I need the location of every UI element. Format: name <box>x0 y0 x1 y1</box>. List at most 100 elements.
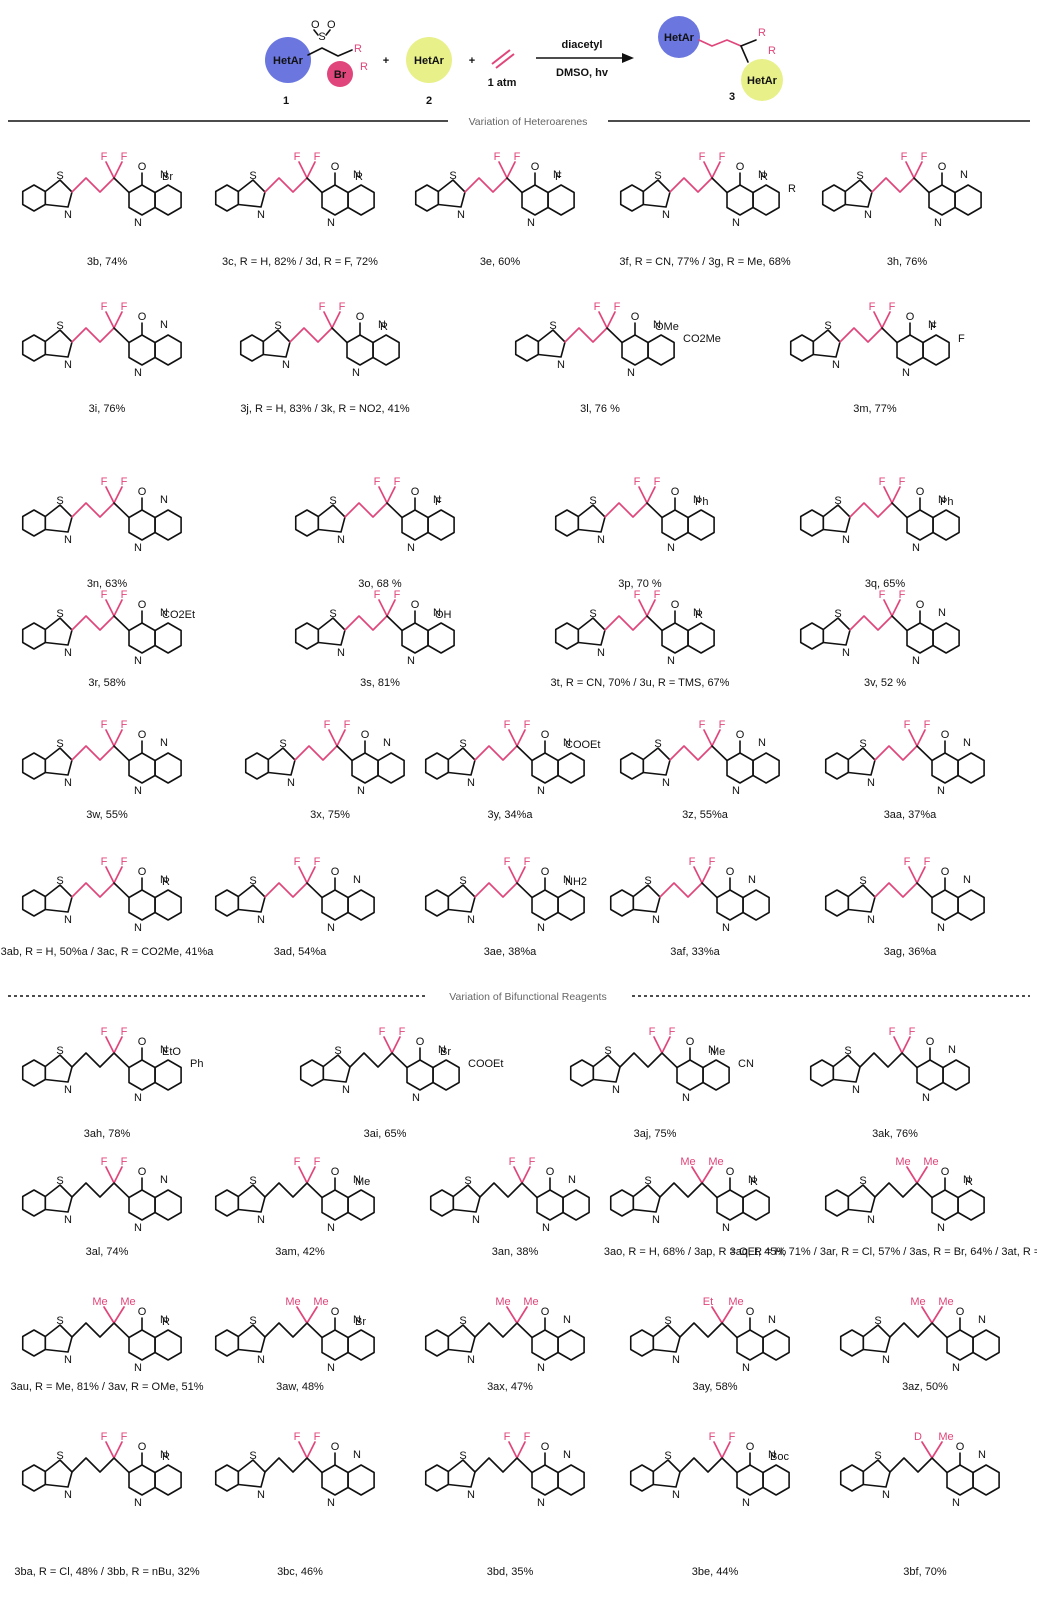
svg-text:N: N <box>902 367 910 379</box>
svg-text:F: F <box>699 151 706 163</box>
svg-text:F: F <box>101 856 108 868</box>
svg-text:S: S <box>249 1450 256 1462</box>
svg-text:F: F <box>314 1156 321 1168</box>
svg-text:F: F <box>899 476 906 488</box>
svg-text:F: F <box>314 1431 321 1443</box>
svg-text:N: N <box>553 169 561 181</box>
svg-text:F: F <box>709 856 716 868</box>
svg-text:O: O <box>531 161 540 173</box>
svg-text:S: S <box>329 608 336 620</box>
svg-text:N: N <box>378 319 386 331</box>
svg-text:Me: Me <box>728 1296 743 1308</box>
svg-text:R: R <box>360 61 368 73</box>
svg-text:Me: Me <box>285 1296 300 1308</box>
svg-text:F: F <box>889 1026 896 1038</box>
svg-text:S: S <box>56 1450 63 1462</box>
section-bifunctional-divider: Variation of Bifunctional Reagents <box>8 991 1030 1003</box>
svg-text:F: F <box>494 151 501 163</box>
svg-text:F: F <box>669 1026 676 1038</box>
svg-text:S: S <box>56 1175 63 1187</box>
svg-text:S: S <box>249 1315 256 1327</box>
compound-label: 3ae, 38%a <box>484 946 537 958</box>
svg-text:N: N <box>134 1497 142 1509</box>
svg-text:O: O <box>956 1306 965 1318</box>
svg-text:N: N <box>742 1497 750 1509</box>
product-general: HetAr R R HetAr 3 <box>658 16 783 103</box>
svg-text:F: F <box>294 1156 301 1168</box>
compound-label: 3aw, 48% <box>276 1381 324 1393</box>
svg-text:O: O <box>941 1166 950 1178</box>
svg-text:F: F <box>634 476 641 488</box>
svg-text:F: F <box>394 589 401 601</box>
svg-text:F: F <box>921 151 928 163</box>
svg-text:N: N <box>257 209 265 221</box>
svg-text:F: F <box>924 856 931 868</box>
svg-text:S: S <box>56 738 63 750</box>
svg-text:F: F <box>101 301 108 313</box>
svg-text:O: O <box>746 1441 755 1453</box>
svg-text:N: N <box>467 777 475 789</box>
svg-text:N: N <box>257 914 265 926</box>
compound-label: 3ab, R = H, 50%a / 3ac, R = CO2Me, 41%a <box>1 946 215 958</box>
svg-text:F: F <box>869 301 876 313</box>
svg-text:F: F <box>899 589 906 601</box>
svg-text:F: F <box>529 1156 536 1168</box>
svg-text:N: N <box>282 359 290 371</box>
svg-text:N: N <box>842 647 850 659</box>
compound-label: 3ak, 76% <box>872 1128 918 1140</box>
substituent-label: Me <box>355 1176 370 1188</box>
svg-text:N: N <box>672 1489 680 1501</box>
compound-label: 3x, 75% <box>310 809 350 821</box>
svg-text:O: O <box>138 161 147 173</box>
svg-text:N: N <box>64 777 72 789</box>
svg-text:S: S <box>859 1175 866 1187</box>
substituent-label: R <box>355 171 363 183</box>
svg-text:O: O <box>631 311 640 323</box>
svg-text:F: F <box>649 1026 656 1038</box>
svg-text:F: F <box>121 1156 128 1168</box>
svg-text:S: S <box>664 1450 671 1462</box>
svg-text:O: O <box>956 1441 965 1453</box>
compound-label: 3be, 44% <box>692 1566 739 1578</box>
svg-text:N: N <box>64 1354 72 1366</box>
svg-text:N: N <box>433 607 441 619</box>
svg-text:S: S <box>859 875 866 887</box>
svg-text:F: F <box>904 856 911 868</box>
svg-text:N: N <box>937 922 945 934</box>
svg-text:R: R <box>354 43 362 55</box>
compound-label: 3ba, R = Cl, 48% / 3bb, R = nBu, 32% <box>14 1566 199 1578</box>
svg-text:N: N <box>257 1354 265 1366</box>
svg-text:N: N <box>922 1092 930 1104</box>
svg-text:N: N <box>327 1497 335 1509</box>
compound-label: 3p, 70 % <box>618 578 662 590</box>
compound-label: 3w, 55% <box>86 809 128 821</box>
compound-label: 3h, 76% <box>887 256 928 268</box>
svg-text:S: S <box>459 1315 466 1327</box>
svg-text:+: + <box>383 55 389 67</box>
svg-text:S: S <box>834 608 841 620</box>
svg-text:N: N <box>160 1449 168 1461</box>
svg-text:N: N <box>537 1497 545 1509</box>
svg-text:S: S <box>859 738 866 750</box>
svg-text:N: N <box>882 1489 890 1501</box>
svg-text:F: F <box>524 719 531 731</box>
svg-text:N: N <box>952 1362 960 1374</box>
compound-label: 3ag, 36%a <box>884 946 937 958</box>
svg-text:N: N <box>134 1092 142 1104</box>
